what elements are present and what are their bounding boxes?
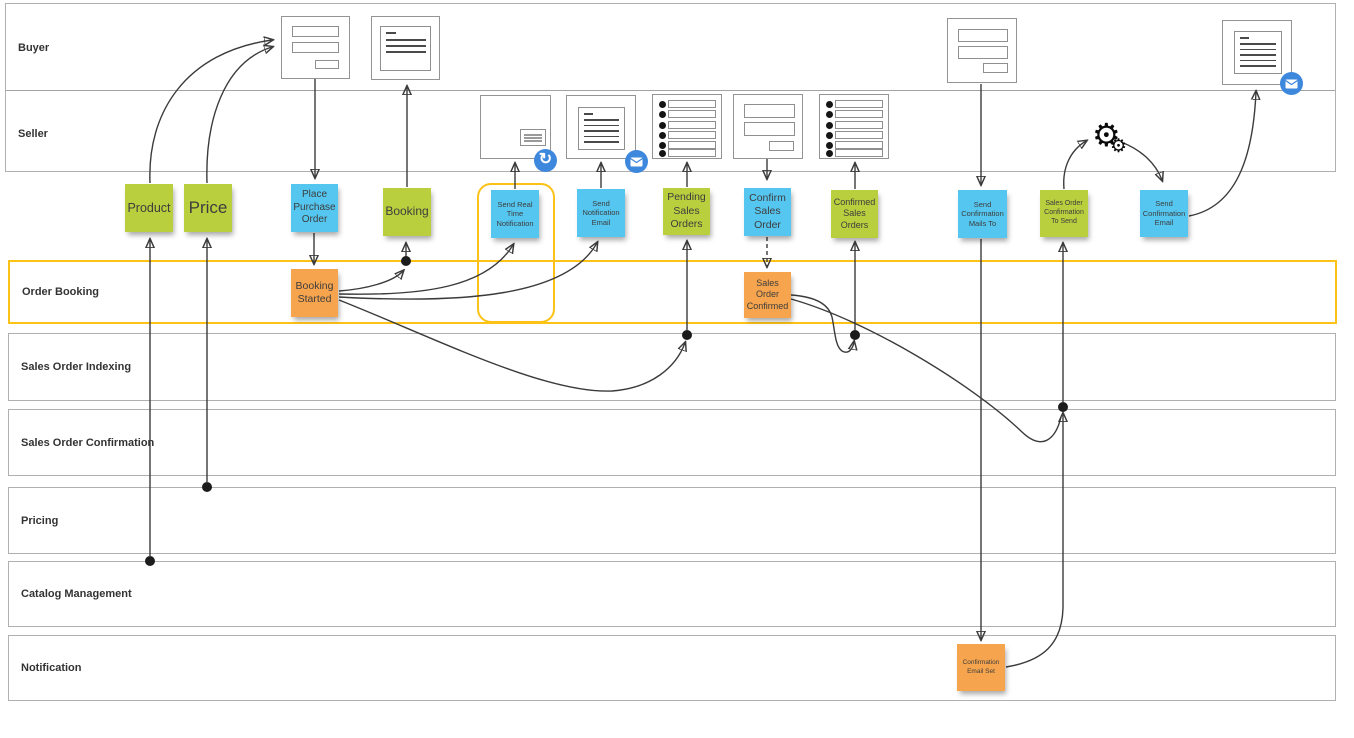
confirmation-email-document-wireframe[interactable] [1222,20,1292,85]
lane-label-pricing: Pricing [21,514,59,527]
sticky-confirmation-email-set[interactable]: Confirmation Email Set [957,644,1005,691]
sticky-send-notification-email[interactable]: Send Notification Email [577,189,625,237]
refresh-badge-icon: ↻ [534,149,557,172]
booking-document-wireframe[interactable] [371,16,440,80]
lane-label-sales-order-indexing: Sales Order Indexing [21,361,132,373]
lane-label-order-booking: Order Booking [22,286,100,298]
lane-label-seller: Seller [18,128,48,140]
email-badge-icon [1280,72,1303,95]
sticky-pending-sales-orders[interactable]: Pending Sales Orders [663,188,710,235]
lane-sales-order-indexing[interactable]: Sales Order Indexing [8,333,1336,401]
lane-label-notification: Notification [21,662,82,674]
lane-label-sales-order-confirmation: Sales Order Confirmation [21,436,155,449]
envelope-glyph [630,157,643,166]
sticky-sales-order-confirmation-to-send[interactable]: Sales Order Confirmation To Send [1040,190,1088,237]
envelope-glyph [1285,79,1298,88]
sticky-confirmed-sales-orders[interactable]: Confirmed Sales Orders [831,190,878,238]
sticky-product[interactable]: Product [125,184,173,232]
lane-label-buyer: Buyer [18,42,50,54]
purchase-order-form-wireframe[interactable] [281,16,350,79]
lane-buyer-seller-container[interactable]: Buyer Seller [5,3,1336,172]
gears-process-icon-small: ⚙ [1110,136,1128,157]
sticky-place-purchase-order[interactable]: Place Purchase Order [291,184,338,232]
sticky-confirm-sales-order[interactable]: Confirm Sales Order [744,188,791,236]
email-badge-icon [625,150,648,173]
sticky-send-confirmation-mails-to[interactable]: Send Confirmation Mails To [958,190,1007,238]
sticky-booking-started[interactable]: Booking Started [291,269,338,317]
sticky-send-confirmation-email[interactable]: Send Confirmation Email [1140,190,1188,237]
pending-orders-list-wireframe[interactable] [652,94,722,159]
lane-order-booking[interactable]: Order Booking [8,260,1337,324]
sticky-price[interactable]: Price [184,184,232,232]
sticky-booking[interactable]: Booking [383,188,431,236]
lane-sales-order-confirmation[interactable]: Sales Order Confirmation [8,409,1336,476]
lane-pricing[interactable]: Pricing [8,487,1336,554]
notification-email-document-wireframe[interactable] [566,95,636,159]
realtime-notification-window-wireframe[interactable] [480,95,551,159]
lane-notification[interactable]: Notification [8,635,1336,701]
lane-catalog-management[interactable]: Catalog Management [8,561,1336,627]
confirmed-orders-list-wireframe[interactable] [819,94,889,159]
gears-process-icon[interactable]: ⚙ [1092,117,1121,153]
buyer-seller-divider [6,89,1335,91]
sticky-send-real-time-notification[interactable]: Send Real Time Notification [491,190,539,238]
confirm-order-form-wireframe[interactable] [733,94,803,159]
sticky-sales-order-confirmed[interactable]: Sales Order Confirmed [744,272,791,318]
lane-label-catalog-management: Catalog Management [21,588,132,600]
confirmation-mail-form-wireframe[interactable] [947,18,1017,83]
